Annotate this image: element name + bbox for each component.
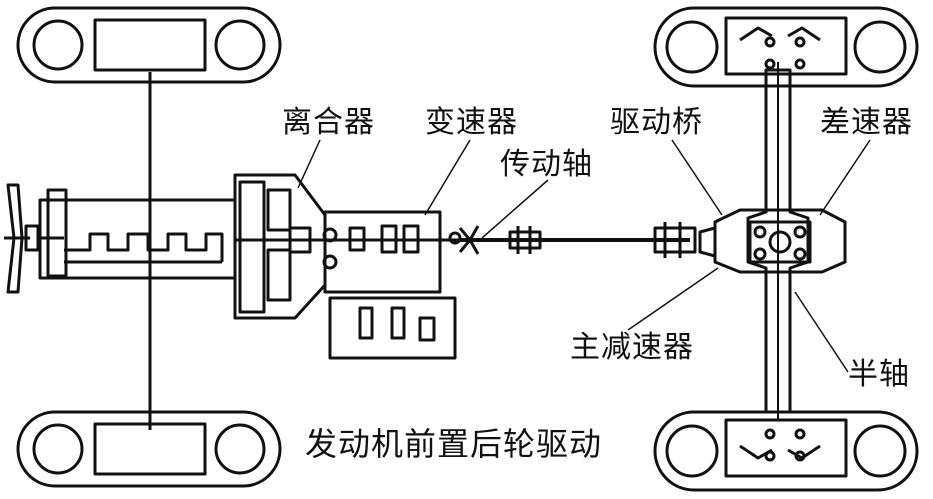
cooling-fan — [4, 183, 40, 294]
label-gearbox: 变速器 — [425, 105, 518, 140]
gearbox-case — [322, 210, 460, 360]
label-driveshaft: 传动轴 — [500, 147, 593, 182]
wheel-front-left — [16, 6, 282, 84]
rear-universal-joint — [653, 222, 697, 258]
wheel-rear-left — [653, 6, 919, 88]
wheel-front-right — [16, 410, 282, 488]
differential-housing — [698, 208, 847, 274]
clutch-housing — [233, 173, 327, 320]
front-universal-joint — [448, 225, 480, 255]
label-half-shaft: 半轴 — [848, 357, 910, 392]
label-final-drive: 主减速器 — [570, 330, 694, 365]
diagram-caption: 发动机前置后轮驱动 — [305, 425, 603, 463]
wheel-rear-right — [653, 410, 919, 492]
leader-lines — [297, 139, 871, 373]
label-drive-axle: 驱动桥 — [610, 105, 703, 140]
sliding-joint — [508, 226, 542, 254]
rear-axle-housing — [746, 62, 810, 420]
engine-block — [38, 188, 237, 280]
label-differential: 差速器 — [820, 105, 913, 140]
label-clutch: 离合器 — [282, 105, 375, 140]
